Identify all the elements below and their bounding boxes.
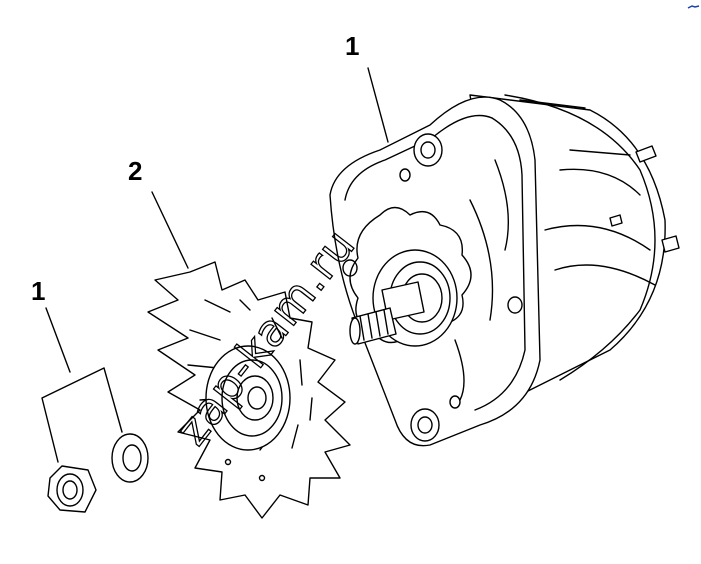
fan bbox=[147, 261, 351, 519]
callout-2-fan: 2 bbox=[128, 156, 143, 186]
leader-line-2-fan bbox=[151, 191, 189, 269]
callout-1-nut-washer: 1 bbox=[31, 276, 46, 306]
alternator bbox=[329, 94, 680, 447]
nut-and-washer bbox=[47, 433, 149, 513]
callout-1-alternator: 1 bbox=[345, 31, 360, 61]
corner-mark bbox=[687, 5, 700, 9]
leader-line-1-nut-washer bbox=[41, 307, 123, 463]
leader-line-1-alternator bbox=[367, 67, 389, 143]
